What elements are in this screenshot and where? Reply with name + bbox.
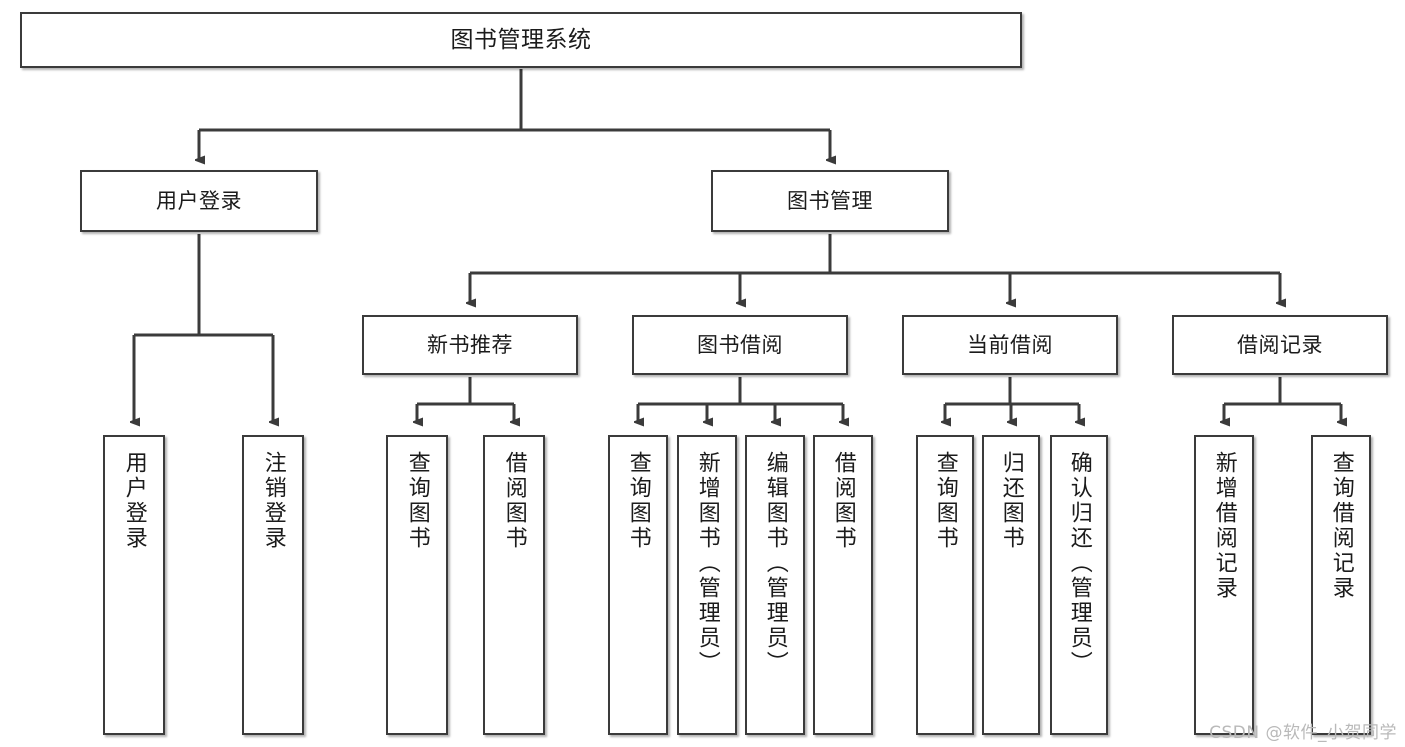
- node-leaf-user-login[interactable]: 用户登录: [103, 435, 165, 735]
- node-leaf-query-borrow-record[interactable]: 查询借阅记录: [1311, 435, 1371, 735]
- node-book-management-system[interactable]: 图书管理系统: [20, 12, 1022, 68]
- node-leaf-edit-book[interactable]: 编辑图书（管理员）: [745, 435, 805, 735]
- node-user-login[interactable]: 用户登录: [80, 170, 318, 232]
- leaf-label: 确认归还（管理员）: [1066, 451, 1092, 676]
- csdn-watermark: CSDN @软件_小贺同学: [1209, 723, 1397, 743]
- leaf-label: 新增借阅记录: [1211, 451, 1237, 601]
- leaf-label: 查询图书: [625, 451, 651, 551]
- node-borrow-record[interactable]: 借阅记录: [1172, 315, 1388, 375]
- node-leaf-logout-login[interactable]: 注销登录: [242, 435, 304, 735]
- leaf-label: 查询借阅记录: [1328, 451, 1354, 601]
- leaf-label: 注销登录: [260, 451, 286, 551]
- leaf-label: 归还图书: [998, 451, 1024, 551]
- node-leaf-confirm-return[interactable]: 确认归还（管理员）: [1050, 435, 1108, 735]
- node-leaf-borrow-book-1[interactable]: 借阅图书: [483, 435, 545, 735]
- node-book-manage[interactable]: 图书管理: [711, 170, 949, 232]
- node-new-book-recommend[interactable]: 新书推荐: [362, 315, 578, 375]
- node-leaf-return-book[interactable]: 归还图书: [982, 435, 1040, 735]
- node-leaf-query-book-3[interactable]: 查询图书: [916, 435, 974, 735]
- leaf-label: 借阅图书: [501, 451, 527, 551]
- node-leaf-add-borrow-record[interactable]: 新增借阅记录: [1194, 435, 1254, 735]
- node-leaf-query-book-1[interactable]: 查询图书: [386, 435, 448, 735]
- leaf-label: 新增图书（管理员）: [694, 451, 720, 676]
- node-leaf-add-book[interactable]: 新增图书（管理员）: [677, 435, 737, 735]
- leaf-label: 借阅图书: [830, 451, 856, 551]
- node-book-borrow[interactable]: 图书借阅: [632, 315, 848, 375]
- leaf-label: 用户登录: [121, 451, 147, 551]
- node-current-borrow[interactable]: 当前借阅: [902, 315, 1118, 375]
- leaf-label: 查询图书: [932, 451, 958, 551]
- node-leaf-query-book-2[interactable]: 查询图书: [608, 435, 668, 735]
- node-leaf-borrow-book-2[interactable]: 借阅图书: [813, 435, 873, 735]
- leaf-label: 查询图书: [404, 451, 430, 551]
- leaf-label: 编辑图书（管理员）: [762, 451, 788, 676]
